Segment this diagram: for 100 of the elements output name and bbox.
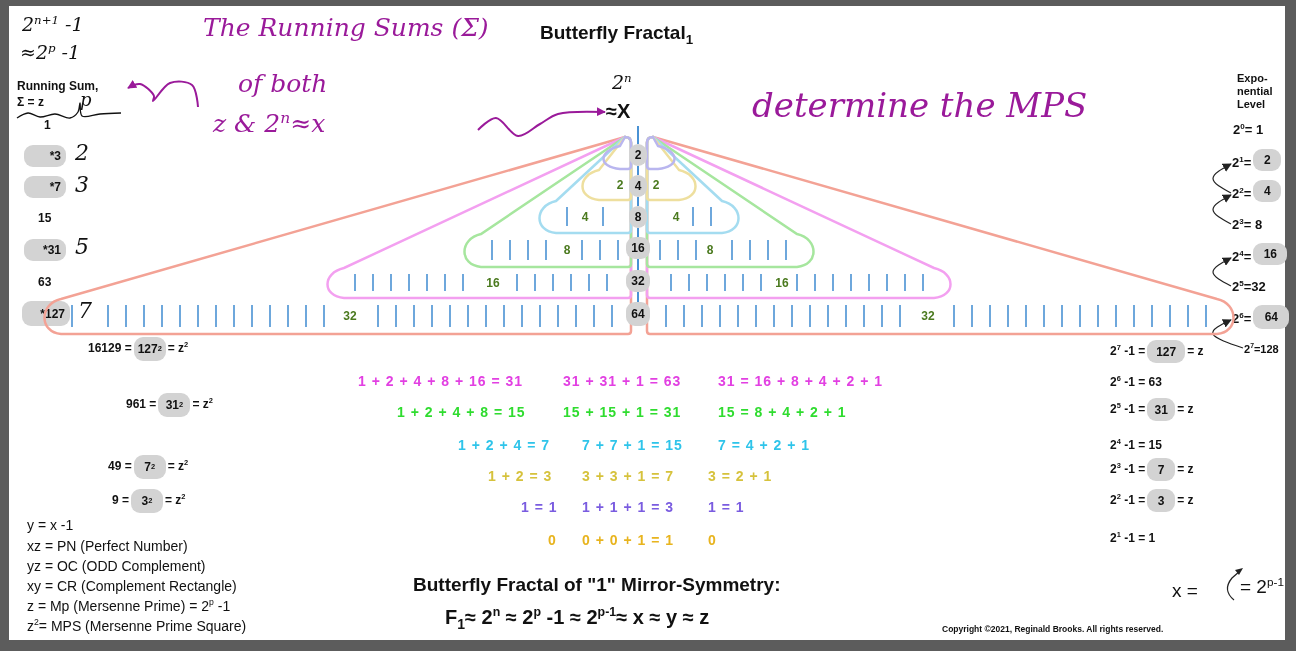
formula-text: 63 [38,275,52,289]
formula-text: = z [1177,462,1194,476]
wing-outline [645,135,954,300]
formula-text: 16129 = [88,341,132,355]
formula-text: yz = OC (ODD Complement) [27,558,206,574]
level-value: 2 [616,178,624,191]
handwritten-note: p [80,90,92,111]
handwritten-note: 7 [78,298,92,324]
handwritten-note: of both [238,70,328,99]
formula-text: 2$^{1}$= [1232,155,1252,170]
sum-equation: 7 + 7 + 1 = 15 [582,437,683,453]
formula-text: 961 = [126,397,157,411]
level-value: 32 [921,310,935,322]
formula-text: z$^{2}$= MPS (Mersenne Prime Square) [27,618,247,634]
formula-text: 2$^{1}$ -1 = 1 [1110,531,1156,545]
connector-line [637,196,639,207]
handwritten-note: The Running Sums (Σ) [203,14,489,43]
highlight-pill: 3$^{2}$ [131,489,163,513]
formula-text: 2$^{3}$ -1 = [1110,462,1146,476]
wing-outline [645,135,699,202]
highlight-pill: 4 [1253,180,1282,202]
sum-equation: 1 = 1 [708,499,745,515]
highlight-pill: 31 [1147,398,1176,421]
formula-text: = 2$^{p-1}$ [1240,576,1284,598]
formula-text: 2$^{5}$=32 [1232,279,1266,294]
formula-text: 15 [38,211,52,225]
sum-equation: 1 + 2 + 4 + 8 + 16 = 31 [358,373,524,389]
wing-outline [645,135,742,235]
formula-text: xy = CR (Complement Rectangle) [27,578,237,594]
handwritten-note: 2$^{n}$ [612,72,632,94]
formula-text: z = Mp (Mersenne Prime) = 2$^{p}$ -1 [27,598,231,614]
formula-text: = z$^{2}$ [165,493,186,507]
highlight-pill: 7$^{2}$ [133,455,166,479]
formula-text: = z$^{2}$ [192,397,213,411]
highlight-pill: 16 [1253,243,1288,265]
highlight-pill: 64 [1253,305,1290,329]
formula-text: = z [1187,344,1204,358]
handwritten-note: 2$^{n+1}$ -1 [22,14,84,36]
highlight-pill: *3 [24,145,66,167]
arrow [1212,194,1232,225]
sum-equation: 3 = 2 + 1 [708,468,773,484]
highlight-pill: 3 [1147,489,1176,512]
sum-equation: 15 = 8 + 4 + 2 + 1 [718,404,847,420]
level-value: 4 [672,210,680,223]
formula-text: = z [1177,402,1194,416]
formula-text: 2$^{7}$=128 [1244,343,1279,355]
highlight-pill: 16 [626,237,650,259]
sum-equation: 15 + 15 + 1 = 31 [563,404,682,420]
formula-text: 1 [44,118,51,132]
handwritten-note: 3 [75,172,89,198]
handwritten-note: 2 [75,140,89,166]
sum-equation: 0 [548,532,557,548]
formula-text: 2$^{4}$ -1 = 15 [1110,438,1162,452]
sum-equation: 1 + 1 + 1 = 3 [582,499,674,515]
formula-text: 2$^{2}$ -1 = [1110,493,1146,507]
arrow [1212,319,1244,349]
sum-equation: 31 = 16 + 8 + 4 + 2 + 1 [718,373,884,389]
formula-text: 2$^{4}$= [1232,249,1252,264]
wing-outline [645,135,817,269]
highlight-pill: 127 [1147,340,1186,363]
connector-line [637,227,639,238]
highlight-pill: 7 [1147,458,1176,481]
heading-text: Σ = z [17,95,44,109]
diagram-title: Butterfly Fractal$_{1}$ [540,22,694,44]
arrow [477,107,606,137]
triangle-outline [645,135,678,171]
wing-outline [579,135,633,202]
formula-text: = z$^{2}$ [167,341,189,355]
formula-text: = z [1177,493,1194,507]
handwritten-note: z & 2$^{n}$≈x [213,110,326,139]
highlight-pill: 127$^{2}$ [133,337,166,361]
triangle-outline [600,135,633,171]
sum-equation: 7 = 4 + 2 + 1 [718,437,810,453]
connector-line [637,165,639,176]
sum-equation: 0 [708,532,717,548]
copyright-notice: Copyright ©2021, Reginald Brooks. All rights reserved. [942,624,1164,634]
formula-text: 49 = [108,459,132,473]
formula-text: 2$^{2}$= [1232,186,1252,201]
formula-text: 2$^{3}$= 8 [1232,217,1263,232]
sum-equation: 3 + 3 + 1 = 7 [582,468,674,484]
formula-text: 2$^{7}$ -1 = [1110,344,1146,358]
formula-text: y = x -1 [27,517,74,533]
highlight-pill: 32 [626,270,650,292]
highlight-pill: *31 [24,239,66,261]
sum-equation: 1 = 1 [521,499,558,515]
sum-equation: 1 + 2 + 4 + 8 = 15 [397,404,526,420]
subtitle: Butterfly Fractal of "1" Mirror-Symmetry: [413,574,781,596]
level-value: 8 [706,244,714,256]
formula-text: 2$^{6}$ -1 = 63 [1110,375,1162,389]
connector-line [637,125,639,145]
arrow [127,80,199,108]
level-value: 16 [775,276,789,289]
level-value: 4 [581,210,589,223]
formula-text: 2$^{0}$= 1 [1233,122,1264,137]
connector-line [637,291,639,303]
handwritten-note: ≈2$^{p}$ -1 [20,42,81,64]
sum-equation: 0 + 0 + 1 = 1 [582,532,674,548]
wing-outline [324,135,633,300]
highlight-pill: 31$^{2}$ [158,393,191,417]
formula-text: = z$^{2}$ [167,459,189,473]
